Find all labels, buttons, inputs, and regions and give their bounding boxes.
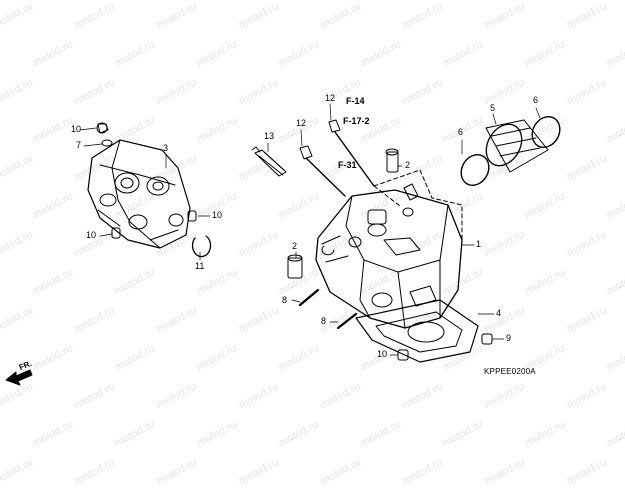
hose-clamp	[531, 115, 561, 149]
reference-label: F-17-2	[343, 116, 370, 126]
cylinder-head	[315, 183, 463, 329]
callout-part-number: 2	[405, 160, 411, 170]
diagram-code: KPPEE0200A	[484, 367, 536, 376]
valve-guide	[287, 257, 303, 279]
callout-part-number: 4	[496, 308, 502, 318]
stud-nut	[328, 119, 341, 133]
callout-part-number: 12	[296, 118, 307, 128]
callout-part-number: 10	[71, 124, 82, 134]
callout-part-number: 2	[292, 241, 298, 251]
callout-part-number: 9	[506, 333, 512, 343]
reference-label: F-14	[346, 96, 365, 106]
callout-part-number: 7	[76, 140, 82, 150]
valve-guide	[386, 151, 399, 173]
callout-part-number: 8	[282, 295, 288, 305]
dowel-pin	[397, 349, 409, 361]
stud-bolt	[305, 157, 346, 197]
head-gasket	[355, 299, 479, 363]
callout-part-number: 6	[458, 127, 464, 137]
callout-part-number: 8	[321, 316, 327, 326]
stud	[298, 288, 320, 307]
hose-clamp	[460, 153, 490, 187]
callout-part-number: 6	[533, 95, 539, 105]
callout-part-number: 11	[195, 261, 205, 271]
dowel-pin	[187, 210, 197, 222]
stud-bolt	[334, 131, 375, 187]
stud	[336, 312, 358, 330]
callout-part-number: 10	[212, 210, 223, 220]
dowel-pin	[111, 227, 121, 239]
intake-pipe	[485, 119, 549, 173]
reference-label: F-31	[338, 160, 357, 170]
callout-part-number: 10	[377, 349, 388, 359]
leader-lines	[79, 103, 541, 356]
callout-part-number: 5	[490, 103, 496, 113]
callout-part-number: 13	[264, 131, 275, 141]
callout-part-number: 3	[163, 143, 169, 153]
callout-part-number: 12	[325, 93, 336, 103]
spark-plug	[251, 146, 287, 177]
callout-part-number: 1	[476, 239, 482, 249]
cylinder-head-cover	[87, 122, 191, 249]
circlip	[191, 235, 212, 258]
front-direction-arrow	[5, 369, 33, 386]
diagram-drawing	[5, 103, 561, 386]
dowel-pin	[481, 333, 493, 345]
callout-part-number: 10	[86, 230, 97, 240]
stud-nut	[299, 145, 313, 160]
